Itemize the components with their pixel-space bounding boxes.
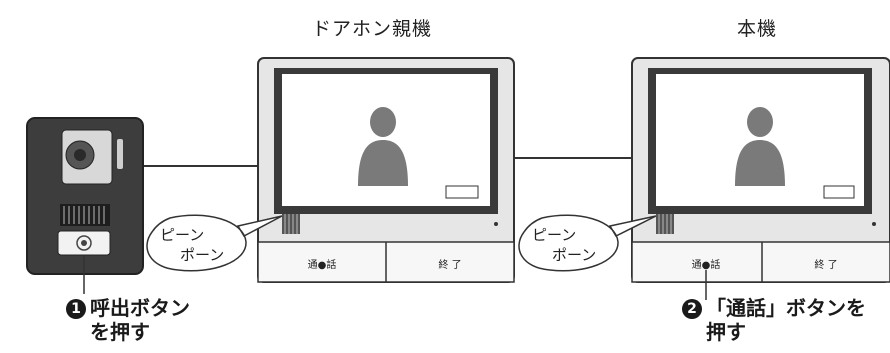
doorphone-parent-title: ドアホン親機 <box>312 18 433 40</box>
monitor-speaker-icon <box>656 214 674 234</box>
monitor-speaker-icon <box>282 214 300 234</box>
door-station <box>26 117 144 294</box>
step-1-number: 1 <box>66 299 86 319</box>
step-2-line1: 「通話」ボタンを <box>706 296 866 320</box>
door-station-light <box>117 139 123 169</box>
person-silhouette-icon <box>358 107 408 186</box>
step-1-line2: を押す <box>90 320 150 344</box>
main-end-button[interactable]: 終 了 <box>814 260 838 271</box>
chime-text-1-line1: ピーン <box>160 226 205 244</box>
call-button-icon <box>76 235 92 251</box>
parent-end-button[interactable]: 終 了 <box>438 260 462 271</box>
step-2-line2: 押す <box>706 320 746 344</box>
step-2-caption: 2「通話」ボタンを 押す <box>682 296 866 344</box>
parent-monitor <box>257 57 515 283</box>
chime-bubble-2 <box>518 214 657 272</box>
step-2-number: 2 <box>682 299 702 319</box>
screen-indicator <box>823 185 855 199</box>
main-unit-title: 本機 <box>737 18 778 40</box>
microphone-icon <box>494 222 498 226</box>
parent-talk-button[interactable]: 通●話 <box>307 260 337 271</box>
microphone-icon <box>872 222 876 226</box>
main-unit-monitor <box>631 57 890 300</box>
main-talk-button[interactable]: 通●話 <box>691 260 721 271</box>
chime-bubble-1 <box>146 214 283 272</box>
chime-text-2-line1: ピーン <box>532 226 577 244</box>
chime-text-1-line2: ポーン <box>180 246 225 264</box>
screen-indicator <box>445 185 479 199</box>
speaker-grille-icon <box>60 204 110 226</box>
step-1-line1: 呼出ボタン <box>90 296 190 320</box>
chime-text-2-line2: ポーン <box>552 246 597 264</box>
person-silhouette-icon <box>735 107 785 186</box>
